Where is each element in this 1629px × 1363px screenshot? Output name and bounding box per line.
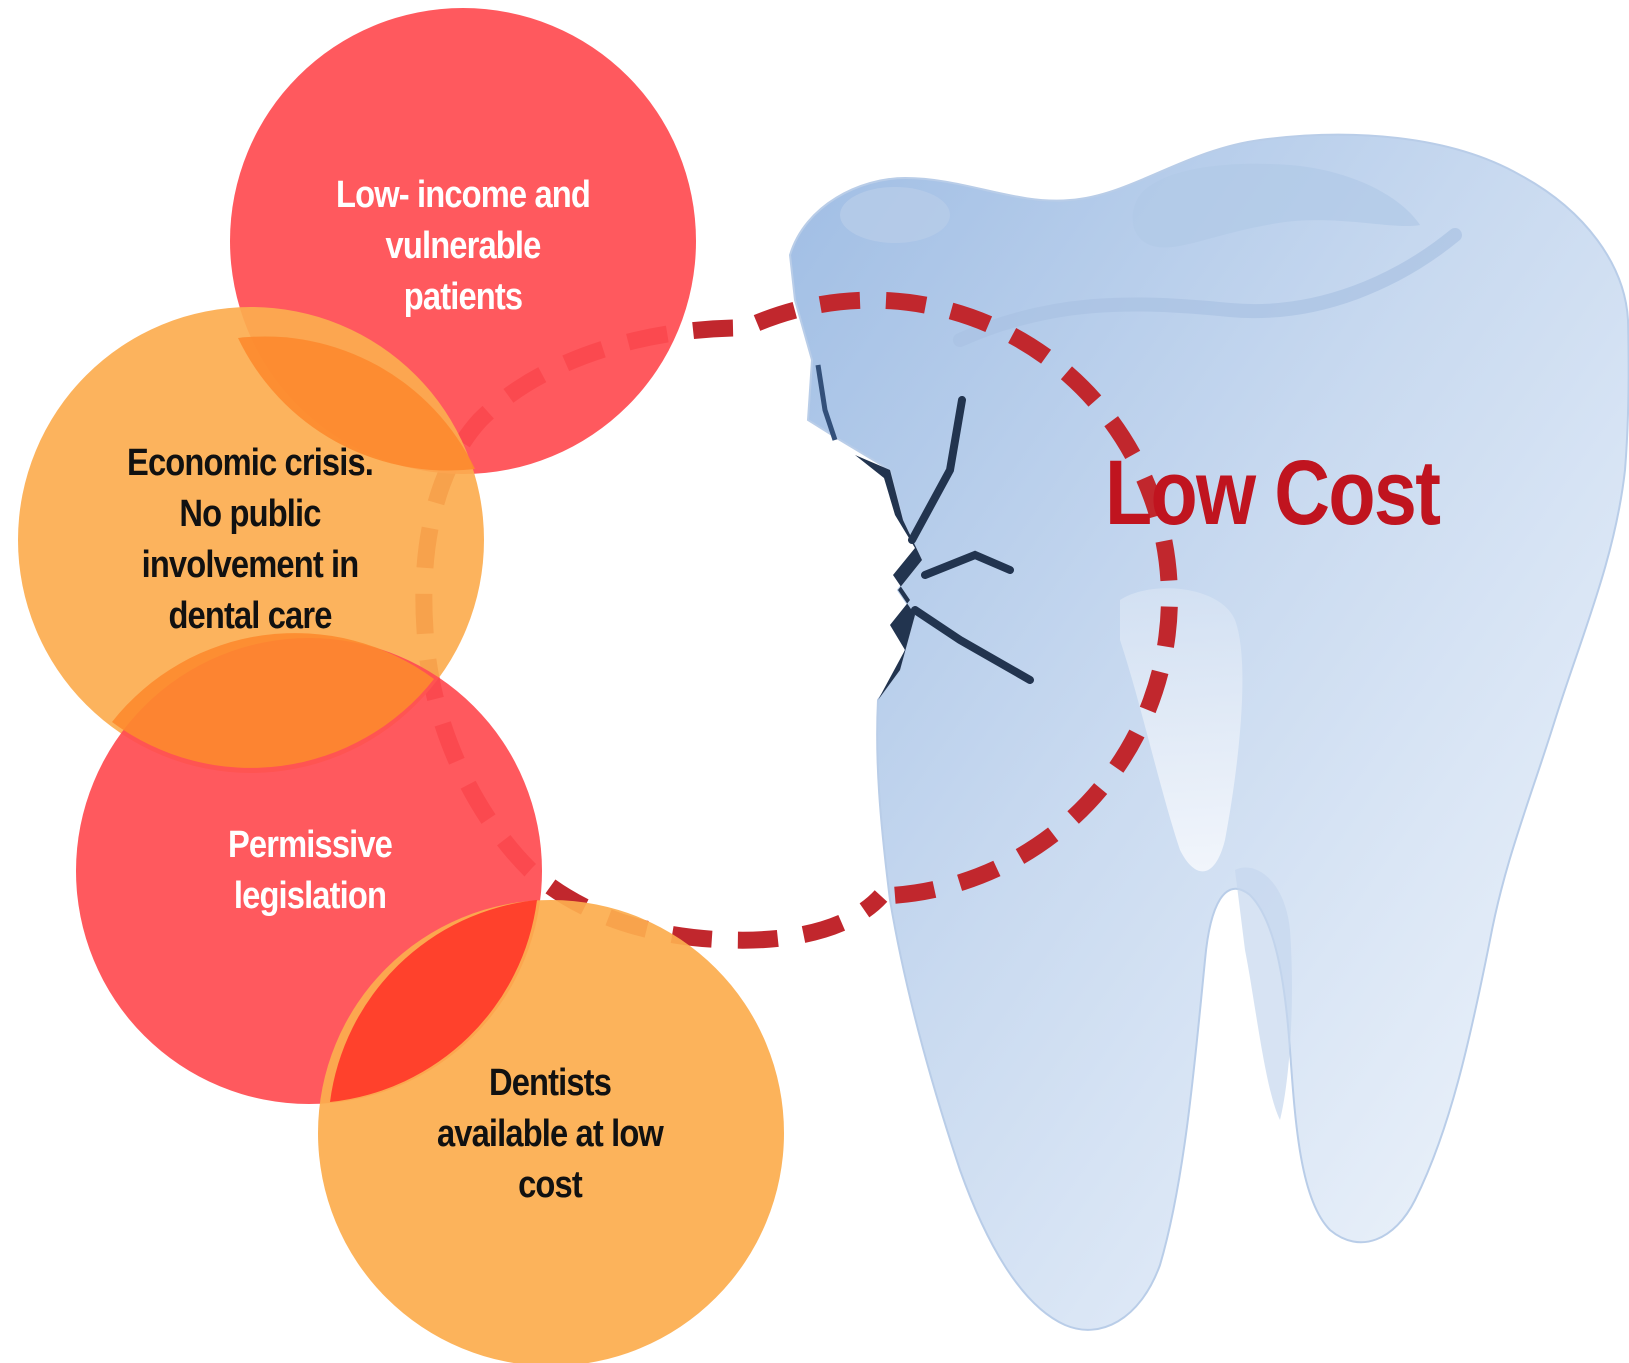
- label-line: Low- income and: [317, 170, 609, 221]
- label-line: legislation: [164, 871, 456, 922]
- heading-low-cost: Low Cost: [1105, 443, 1439, 543]
- label-line: available at low: [404, 1109, 696, 1160]
- label-line: vulnerable: [317, 221, 609, 272]
- label-economic-crisis: Economic crisis. No public involvement i…: [104, 438, 396, 642]
- label-line: involvement in: [104, 540, 396, 591]
- label-line: patients: [317, 272, 609, 323]
- label-line: Dentists: [404, 1058, 696, 1109]
- label-line: Economic crisis.: [104, 438, 396, 489]
- label-line: Permissive: [164, 820, 456, 871]
- tooth-bump: [840, 187, 950, 243]
- label-line: cost: [404, 1160, 696, 1211]
- label-permissive-legislation: Permissive legislation: [164, 820, 456, 922]
- label-line: dental care: [104, 591, 396, 642]
- label-low-income: Low- income and vulnerable patients: [317, 170, 609, 323]
- label-dentists: Dentists available at low cost: [404, 1058, 696, 1211]
- tooth-root-gap-shade: [1235, 868, 1292, 1121]
- tooth-illustration: [790, 135, 1629, 1330]
- label-line: No public: [104, 489, 396, 540]
